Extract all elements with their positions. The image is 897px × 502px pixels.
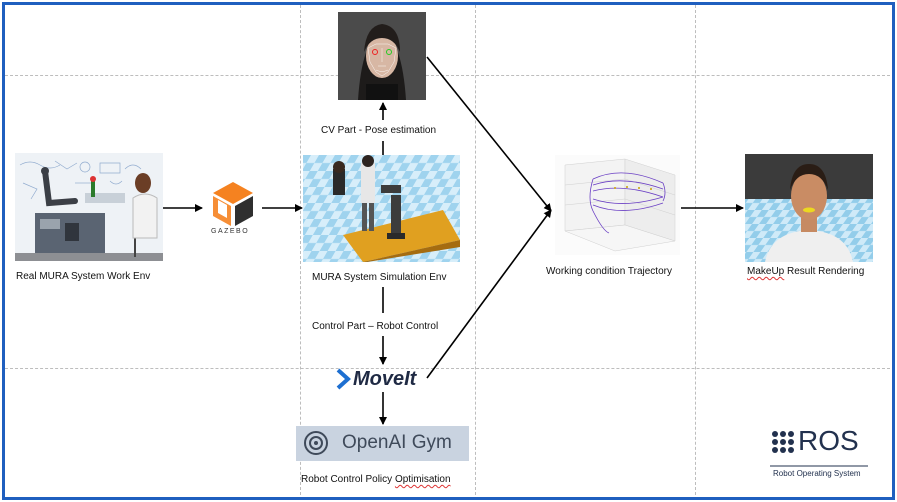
simulation-env-label: MURA System Simulation Env [312, 272, 447, 284]
ros-logo [770, 428, 880, 484]
makeup-label-word: MakeUp [747, 266, 785, 277]
trajectory-label: Working condition Trajectory [546, 266, 672, 278]
makeup-rendering-image [745, 154, 873, 262]
ros-wordmark: ROS [798, 425, 859, 456]
cv-part-label: CV Part - Pose estimation [321, 125, 437, 137]
openai-gym-logo [296, 426, 469, 461]
makeup-label: MakeUp Result Rendering [747, 266, 865, 278]
policy-label-word: Optimisation [394, 474, 451, 485]
moveit-wordmark: MoveIt [353, 368, 417, 390]
real-env-label: Real MURA System Work Env [16, 271, 151, 283]
pose-estimation-image [338, 12, 426, 100]
moveit-logo [336, 366, 432, 392]
gazebo-wordmark: GAZEBO [211, 228, 250, 235]
makeup-label-suffix: Result Rendering [784, 266, 865, 277]
trajectory-plot-image [555, 155, 680, 255]
policy-label-prefix: Robot Control Policy [301, 474, 395, 485]
control-part-label: Control Part – Robot Control [312, 321, 439, 333]
grid-line-v3 [695, 5, 696, 495]
ros-subtitle: Robot Operating System [773, 469, 861, 478]
grid-line-v1 [300, 5, 301, 495]
simulation-env-image [303, 155, 460, 262]
real-env-photo [15, 153, 163, 261]
policy-label: Robot Control Policy Optimisation [301, 474, 451, 486]
openai-gym-wordmark: OpenAI Gym [342, 432, 452, 453]
gazebo-logo [205, 180, 261, 238]
